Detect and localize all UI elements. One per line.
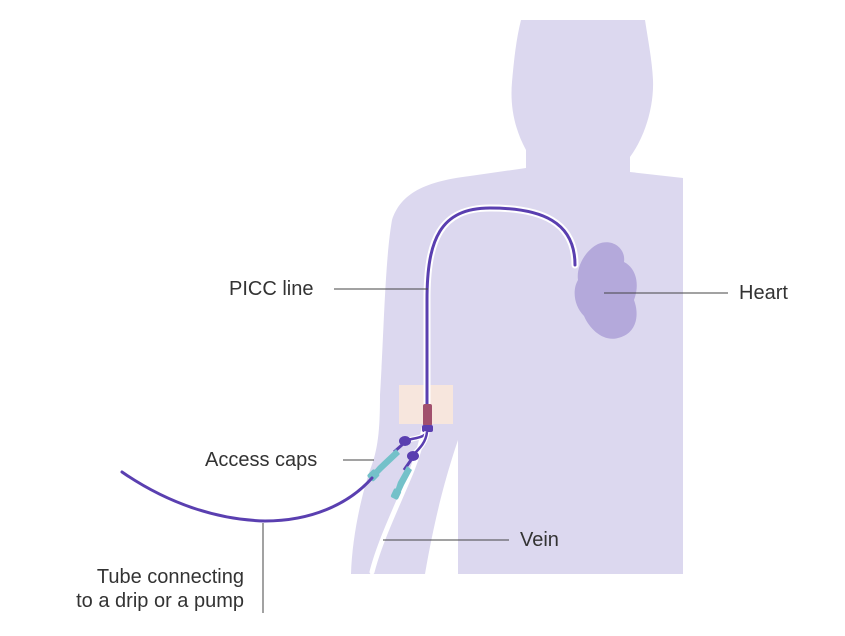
picc-line-label: PICC line: [229, 278, 314, 300]
tube-label-line-1: Tube connecting: [96, 566, 244, 588]
access-caps-label: Access caps: [205, 449, 318, 471]
picc-hub: [423, 404, 432, 426]
vein: [369, 425, 427, 575]
access-cap-2: [390, 459, 413, 500]
tube-label-line-2: to a drip or a pump: [76, 590, 244, 612]
external-tube: [120, 470, 374, 523]
picc-line: [425, 206, 577, 407]
body-silhouette: [351, 20, 683, 574]
heart-shape: [574, 242, 637, 339]
clamp-2: [407, 451, 419, 461]
vein-label: Vein: [520, 529, 559, 551]
tube-label: Tube connecting to a drip or a pump: [76, 565, 244, 613]
picc-hub-clip: [422, 425, 433, 432]
heart-label: Heart: [739, 282, 788, 304]
